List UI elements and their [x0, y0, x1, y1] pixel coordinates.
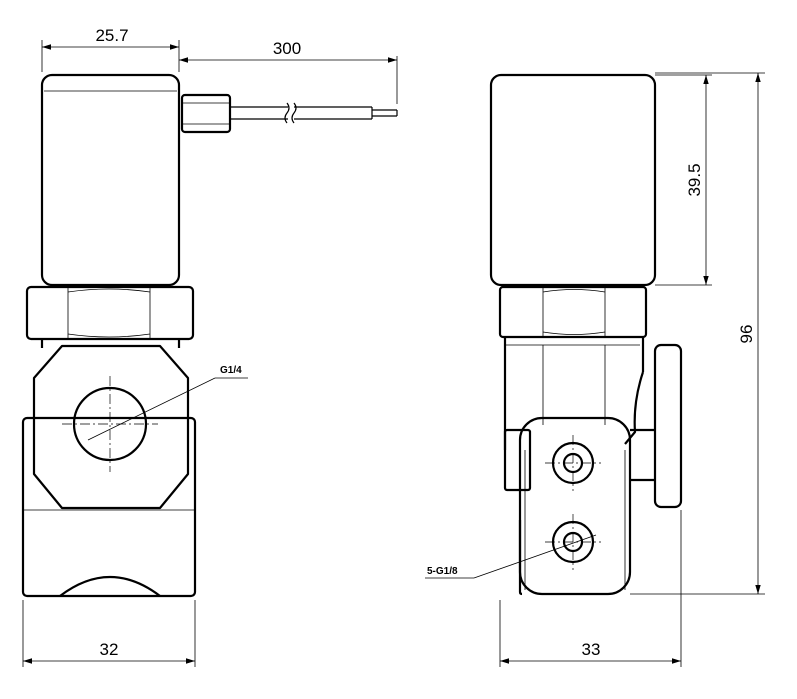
callout-main-port: G1/4	[220, 365, 242, 376]
dim-cable-length-label: 300	[273, 39, 301, 58]
dim-coil-width: 25.7	[41, 26, 180, 72]
side-body	[503, 337, 683, 596]
dim-coil-height-label: 39.5	[685, 163, 704, 196]
side-coil	[489, 73, 657, 287]
side-hex-nut	[498, 285, 648, 339]
dim-front-width: 32	[22, 600, 196, 667]
front-hex-nut	[25, 285, 195, 341]
front-port	[62, 376, 158, 472]
dim-side-width-label: 33	[582, 640, 601, 659]
callout-side-ports: 5-G1/8	[427, 566, 458, 577]
dim-total-height: 96	[630, 72, 765, 595]
side-port-lower	[545, 514, 601, 570]
front-body	[21, 344, 197, 598]
cable	[180, 93, 398, 134]
dim-side-width: 33	[499, 510, 682, 667]
front-coil	[40, 73, 181, 287]
dim-front-width-label: 32	[100, 640, 119, 659]
dim-total-height-label: 96	[737, 325, 756, 344]
side-view: 5-G1/8 39.5 96 33	[425, 72, 765, 667]
dim-coil-height: 39.5	[655, 74, 712, 286]
dim-coil-width-label: 25.7	[95, 26, 128, 45]
front-view: G1/4 25.7 300 32	[21, 26, 398, 667]
dim-cable-length: 300	[179, 39, 398, 104]
side-port-upper	[545, 435, 601, 491]
